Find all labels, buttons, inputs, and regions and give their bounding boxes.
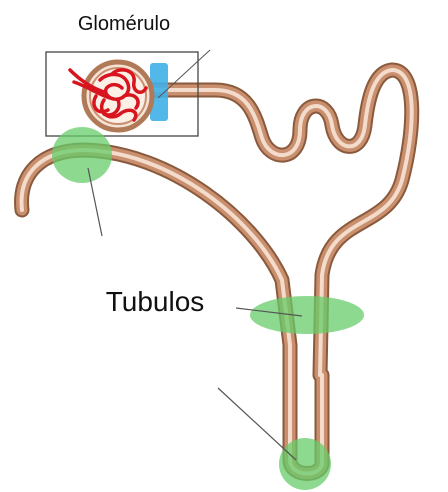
glomerulus-label: Glomérulo bbox=[78, 13, 170, 35]
highlight-marker-middle bbox=[250, 296, 364, 334]
highlight-marker-left bbox=[52, 127, 112, 183]
tubules-label: Tubulos bbox=[106, 286, 205, 317]
highlight-marker-bottom bbox=[279, 438, 331, 490]
